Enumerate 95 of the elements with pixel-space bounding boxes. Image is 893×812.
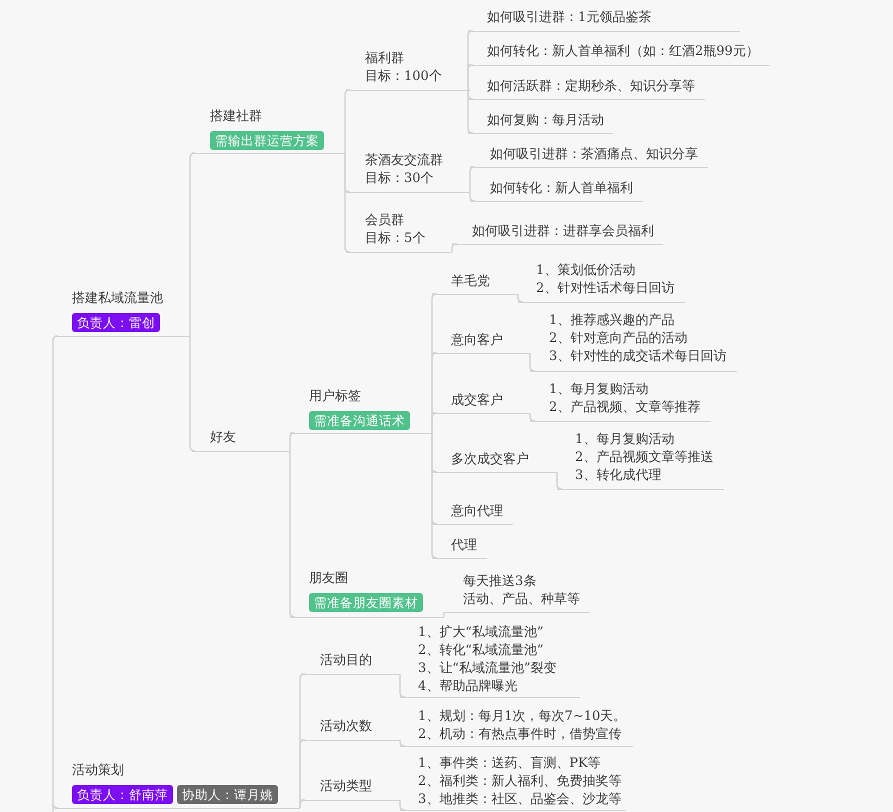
topic-title: 搭建社群 <box>210 108 262 126</box>
topic-text: 羊毛党 <box>451 273 490 291</box>
topic-text: 目标：100个 <box>365 68 442 86</box>
topic-text: 1、每月复购活动 <box>575 431 674 449</box>
topic-node <box>470 178 643 202</box>
tag-label: 协助人：谭月姚 <box>177 785 278 804</box>
tag-label: 需准备朋友圈素材 <box>309 593 423 612</box>
topic-node <box>55 760 300 809</box>
topic-text: 2、福利类：新人福利、免费抽奖等 <box>418 773 622 791</box>
topic-node <box>432 501 513 525</box>
topic-text: 活动、产品、种草等 <box>463 591 580 609</box>
branch-line <box>344 89 351 154</box>
topic-node <box>301 776 400 801</box>
topic-node <box>452 221 663 245</box>
topic-text: 每天推送3条 <box>463 573 536 591</box>
branch-line <box>529 352 536 372</box>
topic-text: 2、针对性话术每日回访 <box>536 280 674 298</box>
topic-text: 如何转化：新人首单福利（如：红酒2瓶99元） <box>487 43 759 61</box>
topic-node <box>470 144 708 168</box>
topic-text: 多次成交客户 <box>451 451 529 469</box>
topic-text: 如何吸引进群：1元领品鉴茶 <box>487 9 652 27</box>
topic-title: 搭建私域流量池 <box>72 290 163 308</box>
topic-node <box>290 386 432 434</box>
topic-text: 活动目的 <box>320 652 372 670</box>
topic-text: 目标：30个 <box>365 170 434 188</box>
topic-text: 3、让“私域流量池”裂变 <box>418 660 557 678</box>
topic-node <box>346 150 470 193</box>
topic-text: 1、扩大“私域流量池” <box>418 624 544 642</box>
topic-text: 2、产品视频、文章等推荐 <box>549 399 700 417</box>
branch-line <box>467 89 474 134</box>
topic-text: 2、机动：有热点事件时，借势宣传 <box>418 726 622 744</box>
topic-text: 会员群 <box>365 212 404 230</box>
topic-title: 朋友圈 <box>309 570 348 588</box>
topic-text: 4、帮助品牌曝光 <box>418 678 518 696</box>
branch-line <box>52 335 59 812</box>
tag-label: 负责人：舒南萍 <box>72 785 173 804</box>
branch-line <box>289 450 296 618</box>
branch-line <box>451 243 458 253</box>
branch-line <box>399 673 406 698</box>
topic-text: 好友 <box>210 429 236 447</box>
topic-text: 代理 <box>451 537 477 555</box>
branch-line <box>189 152 196 337</box>
topic-node <box>468 76 705 100</box>
branch-line <box>467 64 474 91</box>
topic-node <box>400 622 580 698</box>
topic-text: 如何吸引进群：茶酒痛点、知识分享 <box>490 146 698 164</box>
topic-text: 1、每月复购活动 <box>549 381 648 399</box>
topic-text: 1、推荐感兴趣的产品 <box>549 312 674 330</box>
topic-text: 3、转化成代理 <box>575 467 662 485</box>
topic-title: 用户标签 <box>309 388 361 406</box>
branch-line <box>443 611 445 618</box>
branch-line <box>529 412 536 422</box>
topic-text: 意向代理 <box>451 503 503 521</box>
tag-label: 负责人：雷创 <box>72 313 160 332</box>
topic-text: 1、策划低价活动 <box>536 262 636 280</box>
topic-node <box>346 48 470 91</box>
tag-label: 需准备沟通话术 <box>309 411 410 430</box>
topic-text: 如何复购：每月活动 <box>487 112 604 130</box>
branch-line <box>469 166 476 193</box>
topic-text: 目标：5个 <box>365 230 426 248</box>
topic-text: 成交客户 <box>451 392 503 410</box>
topic-text: 1、事件类：送药、盲测、PK等 <box>418 755 601 773</box>
topic-text: 2、转化“私域流量池” <box>418 642 544 660</box>
branch-line <box>289 432 296 452</box>
topic-node <box>192 106 345 154</box>
topic-text: 3、针对性的成交话术每日回访 <box>549 348 726 366</box>
branch-line <box>344 152 351 253</box>
branch-line <box>399 739 406 747</box>
topic-node <box>518 260 685 303</box>
topic-node <box>530 310 737 372</box>
branch-line <box>469 191 476 202</box>
topic-text: 2、针对意向产品的活动 <box>549 330 688 348</box>
topic-text: 茶酒友交流群 <box>365 152 443 170</box>
topic-text: 活动类型 <box>320 778 372 796</box>
topic-text: 如何吸引进群：进群享会员福利 <box>472 223 654 241</box>
branch-line <box>189 335 196 452</box>
topic-node <box>55 288 190 337</box>
topic-node <box>400 706 633 747</box>
topic-node <box>432 449 557 473</box>
topic-node <box>400 753 626 811</box>
topic-text: 活动次数 <box>320 718 372 736</box>
topic-node <box>468 7 740 32</box>
topic-text: 3、地推类：社区、品鉴会、沙龙等 <box>418 791 622 809</box>
topic-title: 活动策划 <box>72 762 124 780</box>
topic-text: 如何活跃群：定期秒杀、知识分享等 <box>487 78 695 96</box>
topic-text: 如何转化：新人首单福利 <box>490 180 633 198</box>
topic-text: 1、规划：每月1次，每次7~10天。 <box>418 708 626 726</box>
topic-text: 福利群 <box>365 50 404 68</box>
tag-label: 需输出群运营方案 <box>210 131 324 150</box>
branch-line <box>399 799 406 811</box>
branch-line <box>517 293 524 303</box>
topic-text: 2、产品视频文章等推送 <box>575 449 714 467</box>
branch-line <box>556 471 563 490</box>
topic-text: 意向客户 <box>451 332 503 350</box>
topic-node <box>432 271 518 295</box>
